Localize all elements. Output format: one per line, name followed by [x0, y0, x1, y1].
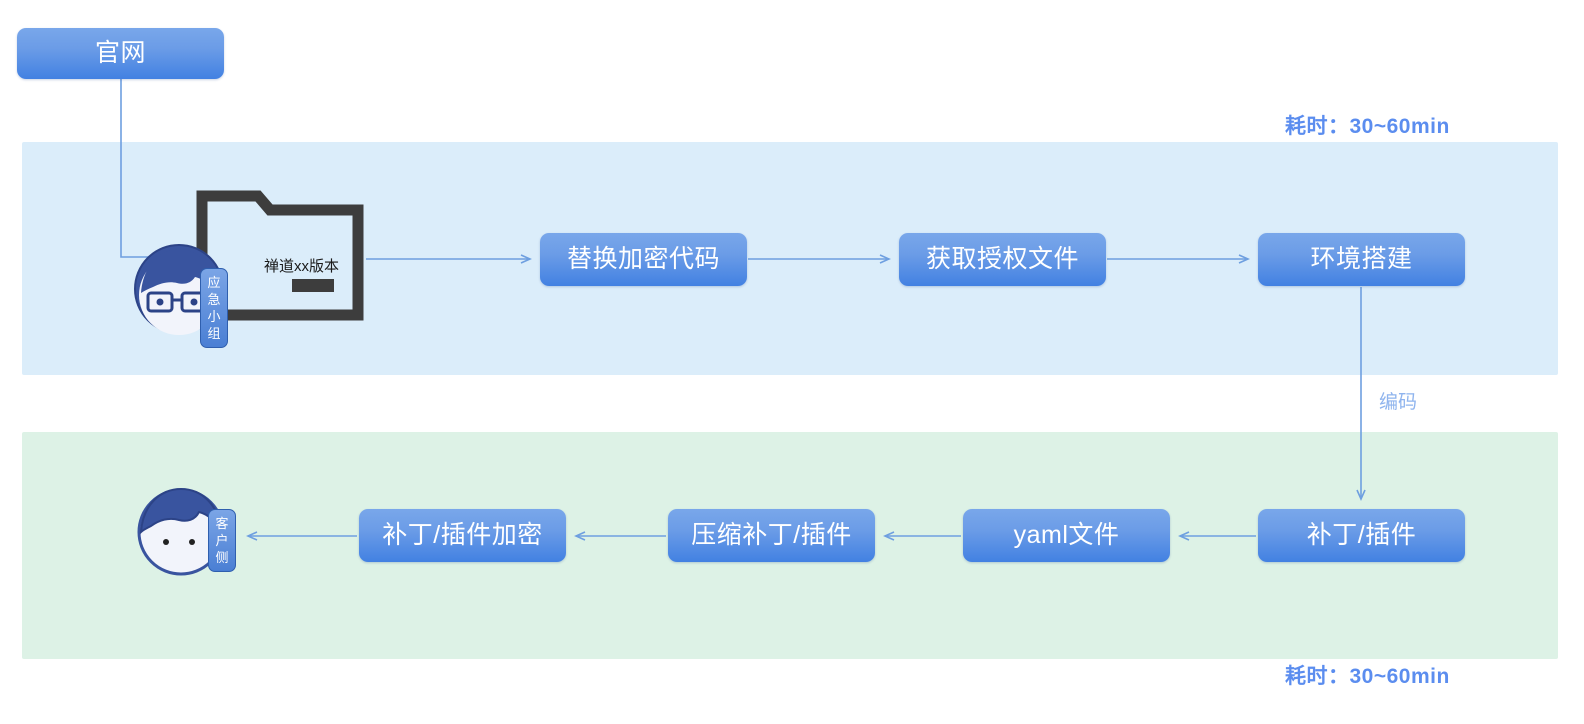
badge-client: 客户侧 — [208, 509, 236, 572]
node-environment-setup-label: 环境搭建 — [1310, 245, 1413, 273]
node-yaml-file-label: yaml文件 — [1013, 521, 1120, 549]
node-encrypt-patch-plugin[interactable]: 补丁/插件加密 — [359, 509, 566, 562]
node-encrypt-patch-plugin-label: 补丁/插件加密 — [382, 521, 543, 549]
node-patch-plugin-label: 补丁/插件 — [1306, 521, 1417, 549]
node-get-license-file-label: 获取授权文件 — [925, 245, 1079, 273]
node-official-site[interactable]: 官网 — [17, 28, 224, 79]
node-get-license-file[interactable]: 获取授权文件 — [899, 233, 1106, 286]
node-replace-encrypted-code[interactable]: 替换加密代码 — [540, 233, 747, 286]
edge-label-encode: 编码 — [1379, 392, 1418, 413]
node-yaml-file[interactable]: yaml文件 — [963, 509, 1170, 562]
badge-emergency-team: 应急小组 — [200, 268, 228, 348]
node-compress-patch-plugin-label: 压缩补丁/插件 — [691, 521, 852, 549]
lane-top-timing-label: 耗时：30~60min — [1285, 115, 1450, 138]
folder-label: 禅道xx版本 — [264, 258, 340, 275]
avatar-emergency-team — [134, 244, 224, 335]
node-replace-encrypted-code-label: 替换加密代码 — [566, 245, 720, 273]
avatar-client — [137, 487, 225, 576]
node-official-site-label: 官网 — [94, 39, 146, 67]
node-patch-plugin[interactable]: 补丁/插件 — [1258, 509, 1465, 562]
node-environment-setup[interactable]: 环境搭建 — [1258, 233, 1465, 286]
node-compress-patch-plugin[interactable]: 压缩补丁/插件 — [668, 509, 875, 562]
lane-bottom-timing-label: 耗时：30~60min — [1285, 665, 1450, 688]
